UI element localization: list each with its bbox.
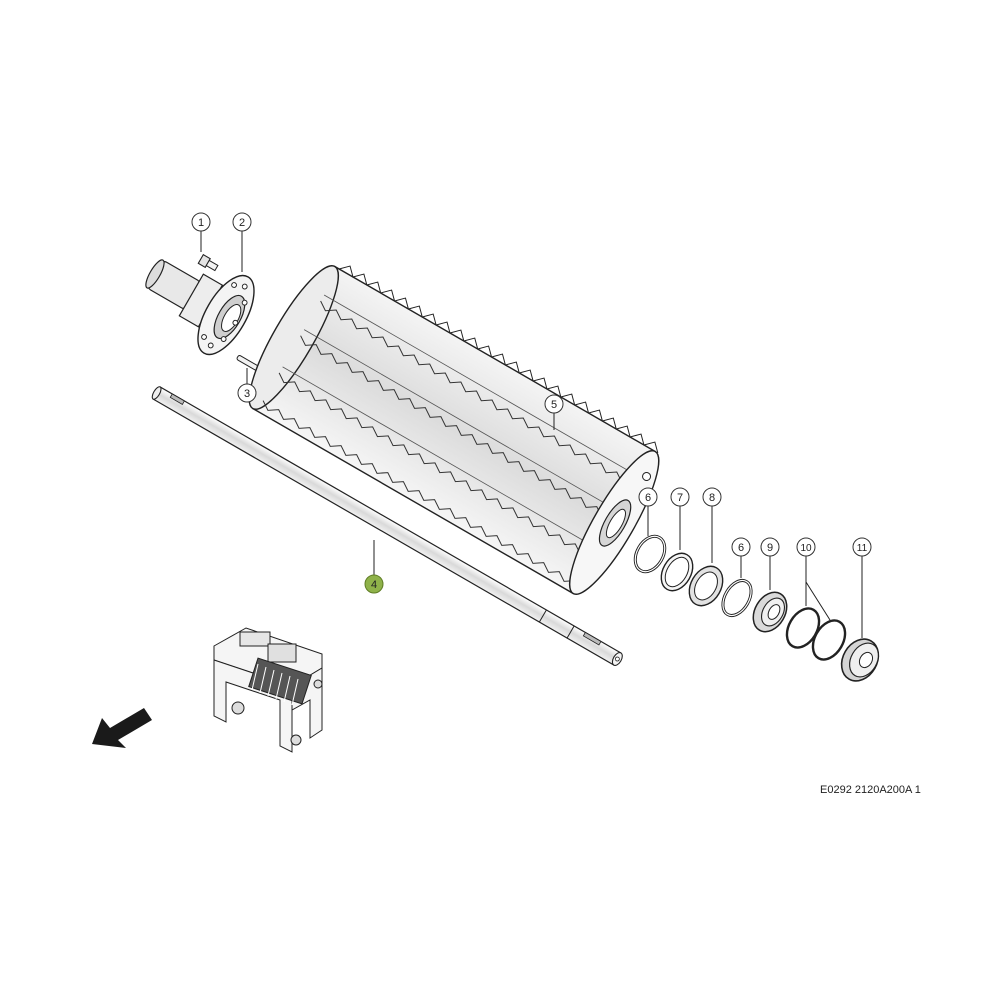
bolt-part-1[interactable] [197,253,219,273]
callout-6b[interactable]: 6 [731,537,751,557]
washer-part-8[interactable] [683,560,730,611]
svg-text:11: 11 [857,543,868,554]
callout-7[interactable]: 7 [670,487,690,507]
svg-text:6: 6 [645,492,651,504]
callout-11[interactable]: 11 [852,537,872,557]
svg-text:10: 10 [800,543,812,554]
callout-5[interactable]: 5 [544,394,564,414]
svg-text:9: 9 [767,542,773,554]
drive-shaft-part-4[interactable] [151,385,625,667]
callout-3[interactable]: 3 [237,383,257,403]
seal-ring-part-10b[interactable] [806,615,851,665]
spacer-ring-part-7[interactable] [655,548,699,597]
machine-overview-thumbnail [213,627,323,753]
arrow-down-left-icon [92,708,152,748]
svg-text:7: 7 [677,492,683,504]
end-nut-part-11[interactable] [834,632,885,687]
bearing-part-9[interactable] [747,586,794,637]
svg-text:2: 2 [239,217,245,229]
drawing-reference-code: E0292 2120A200A 1 [820,784,921,796]
seal-ring-part-10a[interactable] [780,603,825,653]
callout-9[interactable]: 9 [760,537,780,557]
callout-2[interactable]: 2 [232,212,252,232]
snap-ring-part-6a[interactable] [629,531,671,577]
flange-hub-part-2[interactable] [129,233,266,363]
svg-text:3: 3 [244,388,250,400]
svg-text:5: 5 [551,399,557,411]
callout-6a[interactable]: 6 [638,487,658,507]
leader-lines [200,231,863,638]
svg-text:4: 4 [371,579,377,591]
callout-1[interactable]: 1 [191,212,211,232]
callout-4[interactable]: 4 [364,574,384,594]
callout-10[interactable]: 10 [796,537,816,557]
callout-8[interactable]: 8 [702,487,722,507]
snap-ring-part-6b[interactable] [717,576,757,621]
svg-text:1: 1 [198,217,204,229]
svg-text:8: 8 [709,492,715,504]
svg-text:6: 6 [738,542,744,554]
toothed-drum-part-5[interactable] [235,250,676,604]
